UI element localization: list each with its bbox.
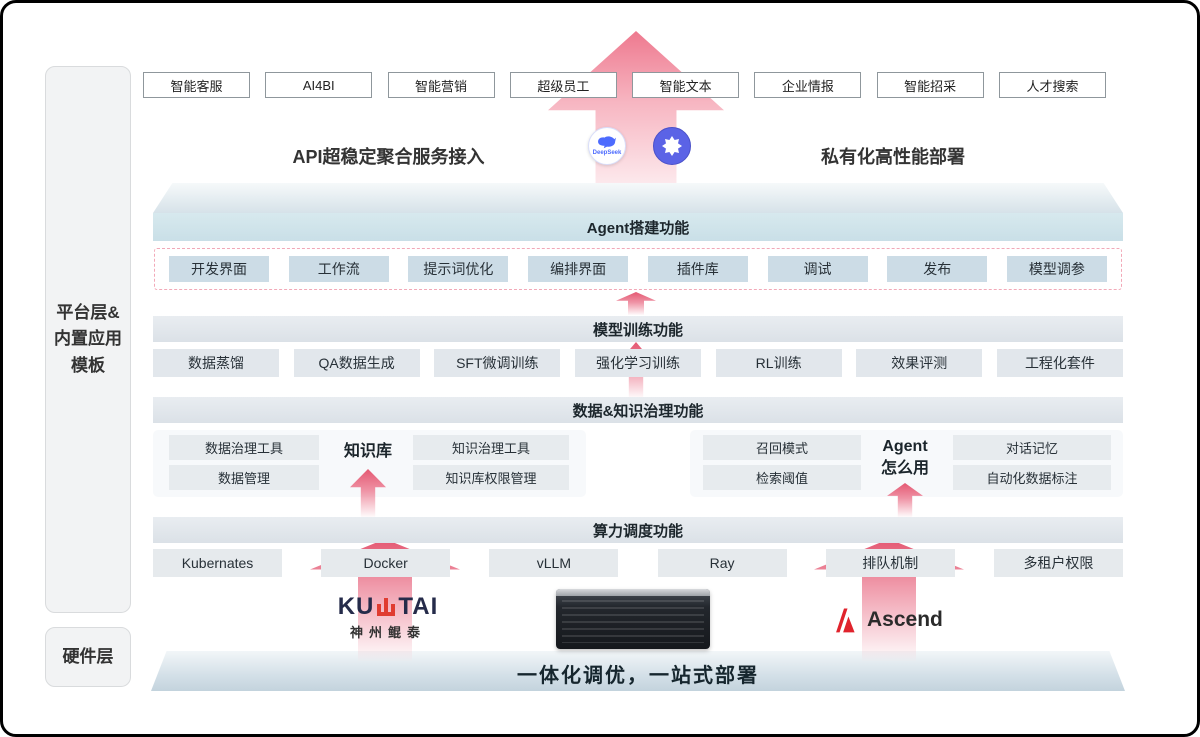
training-tool-chip: 强化学习训练	[574, 349, 701, 377]
top-apps-row: 智能客服 AI4BI 智能营销 超级员工 智能文本 企业情报 智能招采 人才搜索	[143, 72, 1106, 98]
up-arrow-to-agent	[616, 292, 656, 315]
app-chip: 智能营销	[387, 72, 495, 98]
platform-layer-line2: 内置应用	[54, 329, 122, 349]
sidebar-platform-layer: 平台层& 内置应用 模板	[45, 66, 131, 613]
knowledge-chip: 数据管理	[169, 465, 319, 490]
compute-chip: Docker	[321, 549, 451, 577]
platform-perspective-band	[153, 183, 1123, 213]
server-top-panel	[556, 589, 710, 596]
training-tool-chip: 数据蒸馏	[153, 349, 279, 377]
training-tool-chip: 工程化套件	[996, 349, 1123, 377]
whale-icon	[598, 136, 616, 149]
compute-chip: vLLM	[489, 549, 619, 577]
knowledge-base-label: 知识库	[343, 443, 392, 461]
training-tools-row: 数据蒸馏 QA数据生成 SFT微调训练 强化学习训练 RL训练 效果评测 工程化…	[153, 349, 1123, 377]
app-chip: 智能客服	[143, 72, 250, 98]
knowledge-chip: 知识库权限管理	[413, 465, 569, 490]
agent-usage-line1: Agent	[882, 438, 928, 456]
agent-tool-chip: 编排界面	[528, 256, 629, 282]
agent-usage-line2: 怎么用	[880, 460, 929, 477]
app-chip: 企业情报	[754, 72, 862, 98]
qwen-logo-icon	[653, 127, 691, 165]
qwen-star-icon	[662, 136, 682, 156]
agent-tool-chip: 开发界面	[169, 256, 269, 282]
knowledge-chip: 数据治理工具	[169, 435, 319, 460]
knowledge-chip: 检索阈值	[703, 465, 861, 490]
kuntai-text-prefix: KU	[337, 593, 375, 620]
agent-tool-chip: 工作流	[288, 256, 389, 282]
knowledge-tools-stack: 知识治理工具 知识库权限管理	[413, 435, 569, 490]
server-image	[556, 589, 710, 649]
ascend-logo: Ascend	[829, 607, 943, 633]
app-chip: 智能文本	[632, 72, 740, 98]
ascend-text: Ascend	[867, 608, 943, 631]
recall-stack: 召回模式 检索阈值	[703, 435, 861, 490]
hardware-layer-label: 硬件层	[62, 646, 114, 666]
deployment-banner-text: 一体化调优，一站式部署	[517, 664, 759, 687]
agent-tool-chip: 调试	[767, 256, 868, 282]
agent-tool-chip: 提示词优化	[408, 256, 509, 282]
agent-tool-chip: 插件库	[647, 256, 748, 282]
deepseek-logo-icon: DeepSeek	[588, 127, 626, 165]
data-governance-bar: 数据&知识治理功能	[153, 397, 1123, 423]
knowledge-chip: 召回模式	[703, 435, 861, 460]
compute-chip: 排队机制	[825, 549, 955, 577]
training-tool-chip: 效果评测	[856, 349, 983, 377]
kuntai-wordmark: KU TAI	[321, 595, 455, 619]
kuntai-chinese-name: 神州鲲泰	[349, 625, 426, 640]
app-chip: 智能招采	[876, 72, 984, 98]
compute-chip: Ray	[657, 549, 787, 577]
ascend-mark-icon	[836, 608, 855, 633]
compute-scheduling-bar: 算力调度功能	[153, 517, 1123, 543]
compute-chip: 多租户权限	[993, 549, 1123, 577]
training-tool-chip: QA数据生成	[293, 349, 420, 377]
deployment-band: 一体化调优，一站式部署	[151, 651, 1125, 691]
data-tools-stack: 数据治理工具 数据管理	[169, 435, 319, 490]
model-training-bar: 模型训练功能	[153, 316, 1123, 342]
agent-tool-chip: 模型调参	[1006, 256, 1107, 282]
knowledge-chip: 自动化数据标注	[953, 465, 1111, 490]
kuntai-text-suffix: TAI	[398, 593, 439, 620]
platform-layer-line1: 平台层&	[56, 302, 120, 322]
training-tool-chip: RL训练	[715, 349, 842, 377]
api-access-label: API超稳定聚合服务接入	[292, 147, 485, 167]
app-chip: 超级员工	[509, 72, 617, 98]
server-vents	[562, 600, 704, 643]
compute-chip: Kubernates	[153, 549, 282, 577]
knowledge-chip: 知识治理工具	[413, 435, 569, 460]
knowledge-chip: 对话记忆	[953, 435, 1111, 460]
platform-layer-line3: 模板	[71, 355, 105, 375]
sidebar-hardware-layer: 硬件层	[45, 627, 131, 687]
deepseek-logo-text: DeepSeek	[592, 150, 622, 156]
agent-build-bar: Agent搭建功能	[153, 213, 1123, 241]
dialog-stack: 对话记忆 自动化数据标注	[953, 435, 1111, 490]
kuntai-mountain-icon	[377, 598, 396, 616]
agent-usage-label: Agent 怎么用	[869, 433, 941, 483]
app-chip: AI4BI	[265, 72, 373, 98]
private-deploy-label: 私有化高性能部署	[821, 147, 965, 167]
app-chip: 人才搜索	[998, 72, 1106, 98]
training-tool-chip: SFT微调训练	[434, 349, 561, 377]
kuntai-logo: KU TAI 神州鲲泰	[321, 595, 455, 641]
agent-tools-row: 开发界面 工作流 提示词优化 编排界面 插件库 调试 发布 模型调参	[154, 248, 1122, 290]
compute-tools-row: Kubernates Docker vLLM Ray 排队机制 多租户权限	[153, 549, 1123, 577]
agent-tool-chip: 发布	[887, 256, 988, 282]
